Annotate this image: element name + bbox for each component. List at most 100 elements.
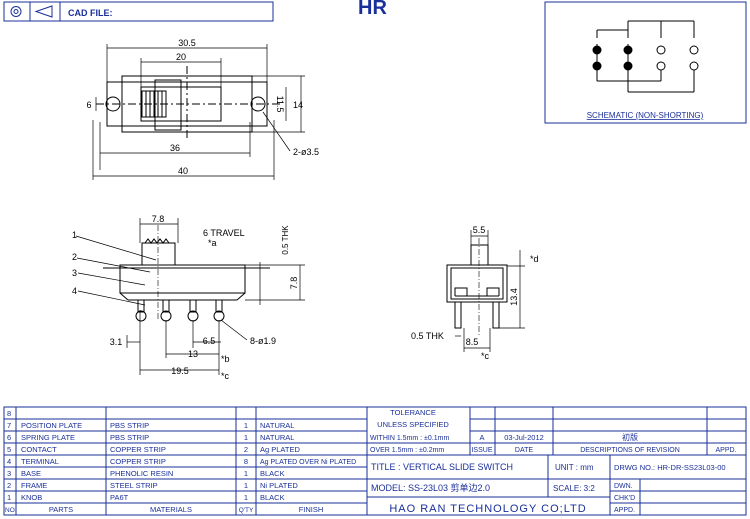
row-2-part: FRAME	[21, 481, 47, 490]
dim-note-a: *a	[208, 238, 217, 248]
title-block-grid	[366, 406, 747, 516]
row-5-part: CONTACT	[21, 445, 57, 454]
dim-7-8-side: 7.8	[289, 277, 299, 290]
row-4-qty: 8	[244, 457, 248, 466]
top-view-drawing	[96, 66, 280, 140]
schematic-label: SCHEMATIC (NON-SHORTING)	[587, 111, 704, 120]
dim-14: 14	[293, 100, 303, 110]
row-4-part: TERMINAL	[21, 457, 59, 466]
tolerance-over: OVER 1.5mm : ±0.2mm	[370, 447, 444, 454]
revision-date: 03-Jul-2012	[504, 433, 544, 442]
schematic-box	[544, 1, 747, 124]
front-view-dimensions	[75, 218, 305, 375]
dim-3-1: 3.1	[110, 337, 123, 347]
schematic-diagram	[592, 20, 699, 93]
dim-40: 40	[178, 166, 188, 176]
revision-letter: A	[479, 433, 484, 442]
tolerance-within: WITHIN 1.5mm : ±0.1mm	[370, 435, 449, 442]
dim-hole-diameter: 2-ø3.5	[293, 147, 319, 157]
dim-note-c: *c	[221, 371, 230, 381]
cad-file-label: CAD FILE:	[68, 8, 113, 18]
header-materials: MATERIALS	[150, 505, 192, 514]
row-2-no: 2	[7, 481, 11, 490]
parts-table-grid	[3, 406, 368, 516]
projection-symbol-icon	[10, 5, 53, 18]
row-4-finish: Ag PLATED OVER Ni PLATED	[260, 459, 356, 466]
chkd-label: CHK'D	[614, 495, 635, 502]
dwn-label: DWN.	[614, 483, 633, 490]
header-qty: Q'TY	[239, 507, 254, 514]
header-parts: PARTS	[49, 505, 73, 514]
front-view-drawing	[103, 225, 270, 322]
row-2-finish: Ni PLATED	[260, 481, 298, 490]
row-3-finish: BLACK	[260, 469, 285, 478]
dim-20: 20	[176, 52, 186, 62]
row-5-qty: 2	[244, 445, 248, 454]
dim-7-8-top: 7.8	[152, 214, 165, 224]
row-7-finish: NATURAL	[260, 421, 294, 430]
header-finish: FINISH	[299, 505, 324, 514]
row-5-finish: Ag PLATED	[260, 445, 300, 454]
dim-13-4: 13.4	[509, 288, 519, 306]
revision-description: 初版	[622, 432, 638, 442]
dim-19-5: 19.5	[171, 366, 189, 376]
date-label: DATE	[515, 447, 533, 454]
row-7-qty: 1	[244, 421, 248, 430]
dim-36: 36	[170, 143, 180, 153]
row-1-part: KNOB	[21, 493, 42, 502]
row-5-no: 5	[7, 445, 11, 454]
dim-0-5-thk-side: 0.5 THK	[411, 331, 444, 341]
row-7-no: 7	[7, 421, 11, 430]
row-2-qty: 1	[244, 481, 248, 490]
callout-1: 1	[72, 230, 77, 240]
row-3-material: PHENOLIC RESIN	[110, 469, 173, 478]
dim-30-5: 30.5	[178, 38, 196, 48]
row-7-part: POSITION PLATE	[21, 421, 82, 430]
company-name: HAO RAN TECHNOLOGY CO;LTD	[389, 503, 586, 515]
dim-0-5-thk: 0.5 THK	[281, 225, 290, 255]
row-1-qty: 1	[244, 493, 248, 502]
side-view-dimensions	[455, 230, 525, 352]
row-6-qty: 1	[244, 433, 248, 442]
revision-desc-label: DESCRIPTIONS OF REVISION	[580, 447, 680, 454]
side-view-drawing	[446, 238, 508, 335]
appd2-label: APPD.	[614, 507, 635, 514]
row-4-material: COPPER STRIP	[110, 457, 166, 466]
dim-6-5: 6.5	[203, 336, 216, 346]
cad-file-header	[3, 1, 274, 22]
unless-specified: UNLESS SPECIFIED	[377, 420, 449, 429]
row-7-material: PBS STRIP	[110, 421, 149, 430]
title-block: TOLERANCE UNLESS SPECIFIED WITHIN 1.5mm …	[370, 408, 737, 515]
dim-11-5: 11.5	[275, 96, 285, 113]
callout-2: 2	[72, 252, 77, 262]
row-3-qty: 1	[244, 469, 248, 478]
row-6-no: 6	[7, 433, 11, 442]
dim-6-travel: 6 TRAVEL	[203, 228, 245, 238]
row-1-material: PA6T	[110, 493, 129, 502]
appd-label: APPD.	[715, 447, 736, 454]
dim-5-5: 5.5	[473, 225, 486, 235]
dim-pin-diameter: 8-ø1.9	[250, 336, 276, 346]
tolerance-label: TOLERANCE	[390, 408, 436, 417]
row-6-finish: NATURAL	[260, 433, 294, 442]
row-8-no: 8	[7, 409, 11, 418]
header-no: NO.	[5, 507, 17, 514]
row-2-material: STEEL STRIP	[110, 481, 158, 490]
dim-note-d: *d	[530, 254, 539, 264]
company-logo: HR	[358, 0, 387, 19]
row-1-no: 1	[7, 493, 11, 502]
row-3-no: 3	[7, 469, 11, 478]
dim-6: 6	[86, 100, 91, 110]
row-1-finish: BLACK	[260, 493, 285, 502]
issue-label: ISSUE	[471, 447, 492, 454]
drawing-title: TITLE : VERTICAL SLIDE SWITCH	[371, 462, 513, 472]
dim-13: 13	[188, 349, 198, 359]
dim-note-b: *b	[221, 354, 230, 364]
row-4-no: 4	[7, 457, 11, 466]
row-3-part: BASE	[21, 469, 41, 478]
top-view-dimensions	[92, 44, 305, 180]
row-5-material: COPPER STRIP	[110, 445, 166, 454]
model-label: MODEL: SS-23L03 剪单边2.0	[371, 482, 490, 493]
row-6-part: SPRING PLATE	[21, 433, 75, 442]
